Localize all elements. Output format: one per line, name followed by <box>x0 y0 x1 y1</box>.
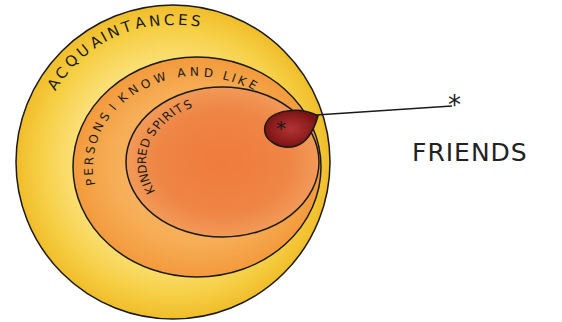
acquaintance-circle-fill <box>16 5 330 319</box>
ring-letter: A <box>133 15 146 32</box>
ring-letter: L <box>221 69 231 82</box>
ring-letter: D <box>203 66 213 79</box>
ring-letter: I <box>107 102 119 112</box>
ring-letter: O <box>138 76 152 91</box>
kindred-spirits-circle-outline <box>125 86 320 238</box>
leader-line <box>316 106 452 115</box>
ring-letter: S <box>190 14 202 30</box>
ring-letter: W <box>153 70 168 85</box>
friends-label: FRIENDS <box>412 140 528 165</box>
friends-drop-outline <box>262 106 318 150</box>
ring-letter: D <box>136 164 149 175</box>
asterisk-mark: * <box>276 118 286 138</box>
asterisk-mark: * <box>448 92 461 118</box>
ring-letter: E <box>83 168 95 176</box>
ring-letter: S <box>84 146 97 156</box>
liked-persons-circle-fill <box>73 57 321 277</box>
ring-letter: N <box>190 66 199 78</box>
ring-letter: K <box>236 73 248 87</box>
acquaintance-circle: ACQUAINTANCESPERSONS I KNOW AND LIKEKIND… <box>15 4 331 320</box>
ring-letter: A <box>176 66 186 79</box>
friends-drop-fill <box>265 110 318 147</box>
ring-letter: E <box>178 13 189 29</box>
ring-letter: T <box>120 19 134 36</box>
ring-label: KINDRED SPIRITS <box>125 86 320 238</box>
ring-letter: N <box>126 83 140 98</box>
ring-letter: C <box>164 12 175 27</box>
kindred-spirits-circle: KINDRED SPIRITS* <box>125 86 320 238</box>
kindred-spirits-circle-fill <box>126 87 319 237</box>
liked-persons-circle: PERSONS I KNOW AND LIKEKINDRED SPIRITS* <box>72 56 322 278</box>
ring-letter: K <box>116 90 130 104</box>
friends-drop: * <box>262 106 318 150</box>
ring-letter <box>215 68 221 81</box>
ring-letter: N <box>92 121 107 134</box>
ring-letter: N <box>148 13 161 29</box>
ring-letter: N <box>106 24 122 42</box>
ring-letter: R <box>83 157 95 166</box>
ring-letter <box>169 68 176 81</box>
ring-letter: R <box>136 156 148 165</box>
ring-letter: P <box>84 177 97 186</box>
ring-letter: O <box>87 133 101 146</box>
